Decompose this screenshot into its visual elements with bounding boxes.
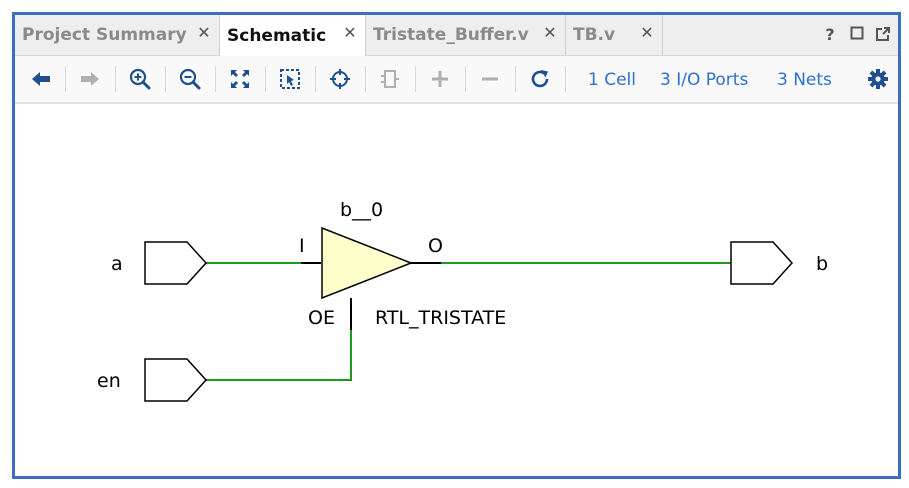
forward-arrow-icon[interactable]: [77, 66, 103, 92]
tab-label: Tristate_Buffer.v: [373, 25, 529, 45]
cell-icon[interactable]: [377, 66, 403, 92]
gear-icon[interactable]: [865, 66, 891, 92]
toolbar: 1 Cell 3 I/O Ports 3 Nets: [15, 56, 898, 104]
cell-name-label: b__0: [340, 199, 383, 221]
float-window-icon[interactable]: [874, 26, 892, 44]
back-arrow-icon[interactable]: [28, 66, 54, 92]
zoom-fit-icon[interactable]: [227, 66, 253, 92]
pin-o-label: O: [428, 235, 443, 257]
zoom-selection-icon[interactable]: [277, 66, 303, 92]
cells-count-link[interactable]: 1 Cell: [588, 70, 636, 90]
schematic-window: Project Summary ✕ Schematic ✕ Tristate_B…: [12, 12, 901, 479]
close-icon[interactable]: ✕: [197, 25, 211, 42]
tab-project-summary[interactable]: Project Summary ✕: [15, 15, 220, 55]
tab-tristate-buffer-v[interactable]: Tristate_Buffer.v ✕: [366, 15, 566, 55]
port-en-symbol: [144, 358, 208, 402]
help-icon[interactable]: ?: [825, 25, 835, 44]
pin-i-label: I: [299, 235, 305, 257]
port-b-symbol: [730, 241, 794, 285]
plus-icon[interactable]: [427, 66, 453, 92]
port-a-symbol: [144, 241, 208, 285]
port-b-label: b: [816, 253, 828, 275]
zoom-out-icon[interactable]: [177, 66, 203, 92]
tab-schematic[interactable]: Schematic ✕: [220, 15, 366, 56]
nets-count-link[interactable]: 3 Nets: [777, 70, 832, 90]
tristate-buffer-symbol: [321, 226, 414, 300]
maximize-icon[interactable]: [848, 26, 866, 44]
close-icon[interactable]: ✕: [640, 25, 654, 42]
pin-oe-label: OE: [308, 307, 335, 329]
tab-label: Schematic: [227, 25, 327, 46]
tab-tb-v[interactable]: TB.v ✕: [566, 15, 663, 55]
refresh-icon[interactable]: [527, 66, 553, 92]
crosshair-icon[interactable]: [327, 66, 353, 92]
tab-bar: Project Summary ✕ Schematic ✕ Tristate_B…: [15, 15, 898, 56]
zoom-in-icon[interactable]: [127, 66, 153, 92]
cell-type-label: RTL_TRISTATE: [375, 307, 506, 329]
port-a-label: a: [111, 253, 123, 275]
minus-icon[interactable]: [477, 66, 503, 92]
close-icon[interactable]: ✕: [343, 25, 357, 42]
schematic-canvas[interactable]: b__0 I O OE RTL_TRISTATE a en b: [15, 104, 898, 476]
io-ports-count-link[interactable]: 3 I/O Ports: [660, 70, 749, 90]
close-icon[interactable]: ✕: [543, 25, 557, 42]
net-en: [205, 330, 352, 381]
port-en-label: en: [97, 370, 121, 392]
tab-label: TB.v: [573, 25, 616, 45]
tab-label: Project Summary: [22, 25, 187, 45]
